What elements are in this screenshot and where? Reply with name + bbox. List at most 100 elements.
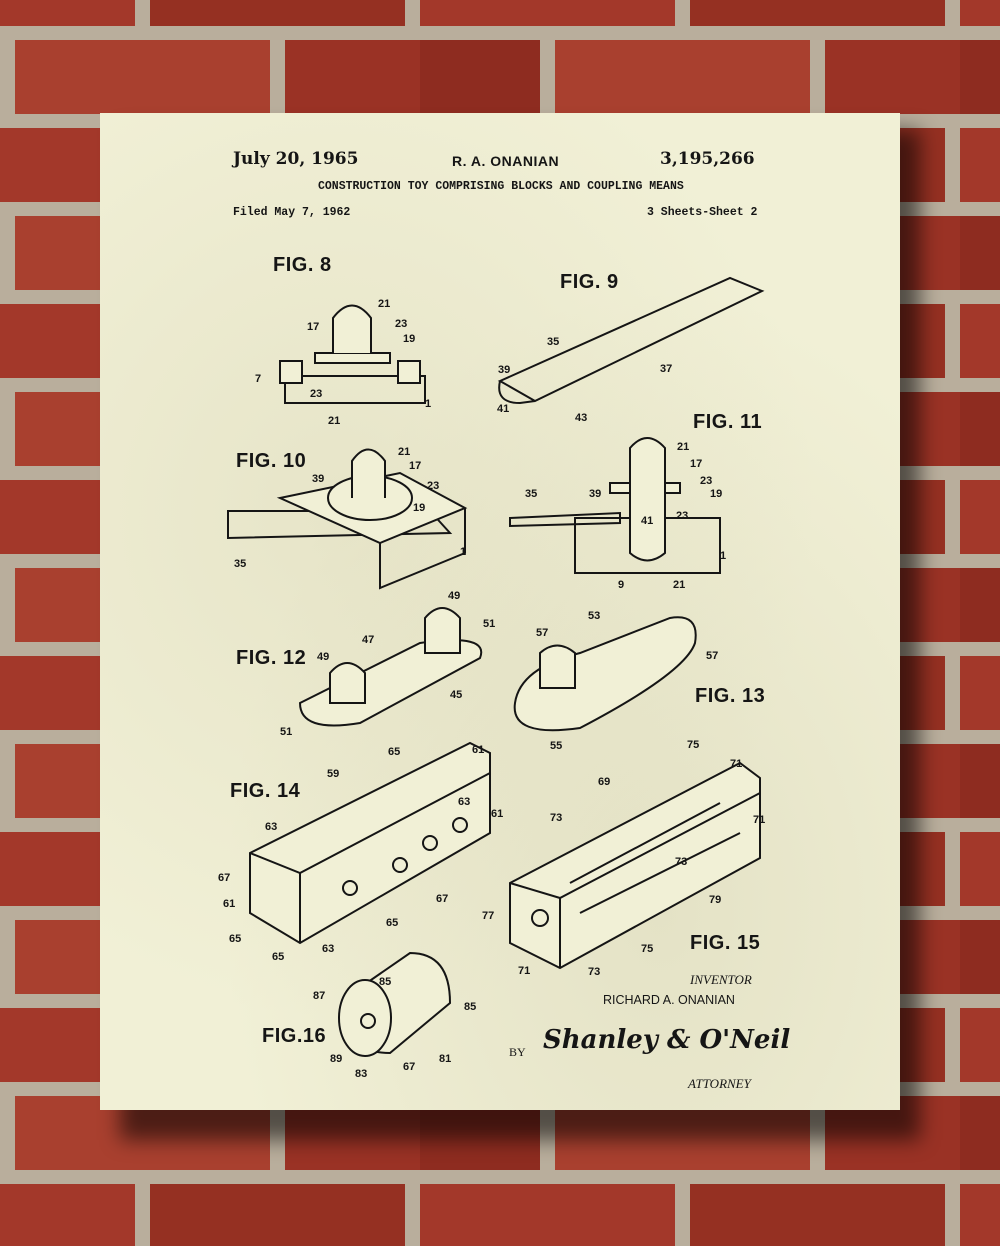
ref-numeral: 21	[328, 415, 341, 427]
ref-numeral: 23	[700, 475, 713, 487]
fig-13-label: FIG. 13	[695, 685, 766, 707]
ref-numeral: 71	[730, 758, 743, 770]
ref-numeral: 37	[660, 363, 673, 375]
ref-numeral: 1	[425, 398, 432, 410]
ref-numeral: 7	[255, 373, 262, 385]
ref-numeral: 69	[598, 776, 611, 788]
ref-numeral: 49	[317, 651, 330, 663]
fig-16-label: FIG.16	[262, 1025, 327, 1047]
fig-12-label: FIG. 12	[236, 647, 307, 669]
inventor-short: R. A. ONANIAN	[452, 153, 560, 169]
ref-numeral: 19	[403, 333, 416, 345]
ref-numeral: 23	[310, 388, 323, 400]
attorney-signature: Shanley & O'Neil	[543, 1025, 791, 1055]
ref-numeral: 73	[588, 966, 601, 978]
ref-numeral: 65	[229, 933, 242, 945]
ref-numeral: 51	[483, 618, 496, 630]
ref-numeral: 19	[413, 502, 426, 514]
ref-numeral: 65	[388, 746, 401, 758]
ref-numeral: 43	[575, 412, 588, 424]
ref-numeral: 35	[234, 558, 247, 570]
attorney-label: ATTORNEY	[688, 1076, 751, 1091]
fig-15-drawing	[509, 761, 761, 970]
ref-numeral: 39	[312, 473, 325, 485]
fig-9-label: FIG. 9	[560, 271, 619, 293]
ref-numeral: 63	[322, 943, 335, 955]
ref-numeral: 63	[265, 821, 278, 833]
ref-numeral: 23	[395, 318, 408, 330]
ref-numeral: 67	[403, 1061, 416, 1073]
ref-numeral: 81	[439, 1053, 452, 1065]
fig-8-label: FIG. 8	[273, 254, 332, 276]
ref-numeral: 65	[272, 951, 285, 963]
ref-numeral: 53	[588, 610, 601, 622]
fig-14-drawing	[249, 741, 491, 945]
fig-10-label: FIG. 10	[236, 450, 307, 472]
ref-numeral: 61	[491, 808, 504, 820]
ref-numeral: 9	[618, 579, 625, 591]
ref-numeral: 63	[458, 796, 471, 808]
ref-numeral: 1	[460, 546, 467, 558]
ref-numeral: 71	[753, 814, 766, 826]
ref-numeral: 85	[379, 976, 392, 988]
ref-numeral: 73	[550, 812, 563, 824]
ref-numeral: 59	[327, 768, 340, 780]
ref-numeral: 87	[313, 990, 326, 1002]
by-label: BY	[509, 1045, 526, 1059]
ref-numeral: 57	[536, 627, 549, 639]
fig-11-drawing	[509, 437, 721, 574]
fig-11-label: FIG. 11	[693, 411, 763, 433]
ref-numeral: 75	[641, 943, 654, 955]
ref-numeral: 65	[386, 917, 399, 929]
ref-numeral: 21	[378, 298, 391, 310]
ref-numeral: 35	[547, 336, 560, 348]
ref-numeral: 89	[330, 1053, 343, 1065]
fig-16-drawing	[338, 951, 452, 1057]
fig-14-label: FIG. 14	[230, 780, 301, 802]
ref-numeral: 71	[518, 965, 531, 977]
patent-number: 3,195,266	[660, 149, 755, 169]
ref-numeral: 67	[218, 872, 231, 884]
fig-9-drawing	[497, 276, 765, 405]
ref-numeral: 21	[673, 579, 686, 591]
ref-numeral: 61	[223, 898, 236, 910]
fig-8-drawing	[279, 304, 426, 404]
ref-numeral: 79	[709, 894, 722, 906]
patent-title: CONSTRUCTION TOY COMPRISING BLOCKS AND C…	[318, 180, 684, 193]
ref-numeral: 73	[675, 856, 688, 868]
ref-numeral: 35	[525, 488, 538, 500]
ref-numeral: 39	[589, 488, 602, 500]
ref-numeral: 49	[448, 590, 461, 602]
ref-numeral: 39	[498, 364, 511, 376]
filed-date: Filed May 7, 1962	[233, 206, 351, 219]
ref-numeral: 77	[482, 910, 495, 922]
fig-10-drawing	[227, 448, 468, 590]
ref-numeral: 17	[690, 458, 703, 470]
inventor-name: RICHARD A. ONANIAN	[603, 993, 735, 1007]
inventor-label: INVENTOR	[690, 972, 752, 987]
fig-15-label: FIG. 15	[690, 932, 761, 954]
ref-numeral: 19	[710, 488, 723, 500]
ref-numeral: 17	[307, 321, 320, 333]
ref-numeral: 41	[497, 403, 510, 415]
patent-drawings	[227, 276, 765, 1057]
fig-13-drawing	[513, 616, 697, 732]
ref-numeral: 61	[472, 744, 485, 756]
ref-numeral: 57	[706, 650, 719, 662]
ref-numeral: 83	[355, 1068, 368, 1080]
ref-numeral: 23	[427, 480, 440, 492]
ref-numeral: 21	[677, 441, 690, 453]
ref-numeral: 51	[280, 726, 293, 738]
ref-numeral: 45	[450, 689, 463, 701]
patent-date: July 20, 1965	[233, 149, 359, 169]
ref-numeral: 47	[362, 634, 375, 646]
ref-numeral: 17	[409, 460, 422, 472]
patent-poster: July 20, 1965 R. A. ONANIAN 3,195,266 CO…	[100, 113, 900, 1110]
sheet-count: 3 Sheets-Sheet 2	[647, 206, 758, 219]
ref-numeral: 41	[641, 515, 654, 527]
ref-numeral: 75	[687, 739, 700, 751]
ref-numeral: 1	[720, 550, 727, 562]
ref-numeral: 21	[398, 446, 411, 458]
ref-numeral: 55	[550, 740, 563, 752]
fig-12-drawing	[298, 607, 483, 727]
